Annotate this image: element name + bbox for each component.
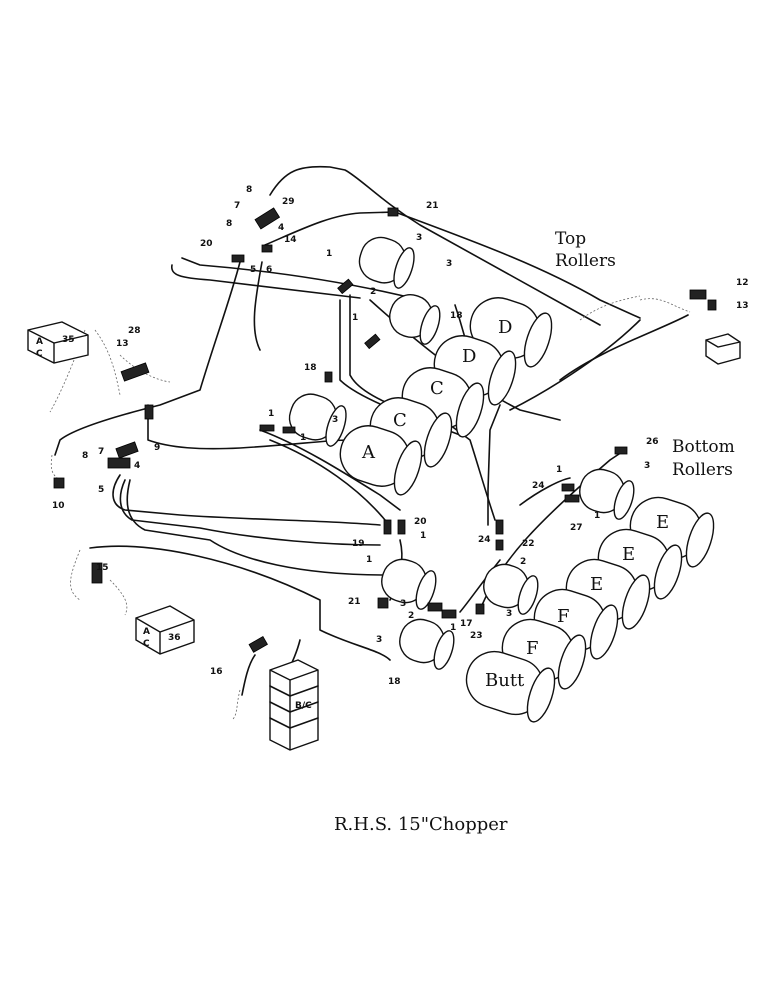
callout-18: 18 bbox=[304, 363, 317, 373]
callout-2: 2 bbox=[370, 287, 376, 297]
callout-1: 1 bbox=[300, 433, 306, 443]
callout-3: 3 bbox=[506, 609, 512, 619]
callout-19: 19 bbox=[352, 539, 365, 549]
callout-3: 3 bbox=[332, 415, 338, 425]
callout-13: 13 bbox=[116, 339, 129, 349]
top-rollers-label: Top Rollers bbox=[555, 229, 616, 271]
callout-3: 3 bbox=[400, 599, 406, 609]
callout-28: 28 bbox=[128, 326, 141, 336]
callout-6: 6 bbox=[266, 265, 272, 275]
callout-20: 20 bbox=[200, 239, 213, 249]
roller-label-e1: E bbox=[656, 512, 669, 533]
callout-22: 22 bbox=[522, 539, 535, 549]
fittings bbox=[53, 207, 717, 653]
callout-17: 17 bbox=[460, 619, 473, 629]
roller-label-a1: A bbox=[361, 442, 376, 463]
callout-5: 5 bbox=[98, 485, 104, 495]
valve-label-a-left: A bbox=[36, 337, 43, 347]
roller-butt: Butt bbox=[465, 650, 556, 723]
roller-label-f1: F bbox=[557, 606, 570, 627]
callout-29: 29 bbox=[282, 197, 295, 207]
valve-label-c-left: C bbox=[36, 349, 43, 359]
callout-16: 16 bbox=[210, 667, 223, 677]
callout-21: 21 bbox=[348, 597, 361, 607]
callout-24: 24 bbox=[532, 481, 545, 491]
valve-36: A C 36 bbox=[135, 605, 195, 655]
top-rollers-line1: Top bbox=[555, 229, 586, 249]
roller-label-c2: C bbox=[393, 410, 407, 431]
callout-1: 1 bbox=[352, 313, 358, 323]
callout-1: 1 bbox=[594, 511, 600, 521]
callout-3: 3 bbox=[644, 461, 650, 471]
callout-1: 1 bbox=[268, 409, 274, 419]
roller-A: A bbox=[339, 425, 423, 496]
callout-8: 8 bbox=[82, 451, 88, 461]
callout-21: 21 bbox=[426, 201, 439, 211]
callout-2: 2 bbox=[520, 557, 526, 567]
roller-label-e3: E bbox=[590, 574, 603, 595]
roller-label-c1: C bbox=[430, 378, 444, 399]
callout-23: 23 bbox=[470, 631, 483, 641]
roller-label-e2: E bbox=[622, 544, 635, 565]
callout-18: 18 bbox=[450, 311, 463, 321]
diagram-caption: R.H.S. 15"Chopper bbox=[334, 814, 508, 835]
valve-35: A C 35 bbox=[27, 321, 89, 364]
callout-4: 4 bbox=[278, 223, 284, 233]
valve-label-c-bot: C bbox=[143, 639, 150, 649]
callout-1: 1 bbox=[556, 465, 562, 475]
callout-26: 26 bbox=[646, 437, 659, 447]
solenoid-valve bbox=[705, 333, 741, 365]
callout-27: 27 bbox=[570, 523, 583, 533]
top-rollers-line2: Rollers bbox=[555, 251, 616, 271]
callout-20: 20 bbox=[414, 517, 427, 527]
callout-14: 14 bbox=[284, 235, 297, 245]
callout-5: 5 bbox=[250, 265, 256, 275]
bottom-rollers-label: Bottom Rollers bbox=[672, 437, 735, 480]
callout-1: 1 bbox=[420, 531, 426, 541]
bottom-rollers-line2: Rollers bbox=[672, 460, 733, 480]
motor-bottom-3 bbox=[381, 558, 437, 610]
pump-stack: B/C bbox=[269, 659, 319, 751]
callout-24: 24 bbox=[478, 535, 491, 545]
motor-bottom-4 bbox=[399, 618, 455, 670]
flex-hoses bbox=[49, 295, 691, 721]
callout-3: 3 bbox=[446, 259, 452, 269]
part-callouts: 8 29 7 21 3 8 4 14 20 5 6 1 3 2 18 1 28 … bbox=[52, 185, 749, 687]
callout-12: 12 bbox=[736, 278, 749, 288]
valve-label-36: 36 bbox=[168, 633, 181, 643]
callout-13: 13 bbox=[736, 301, 749, 311]
callout-10: 10 bbox=[52, 501, 65, 511]
pump-label-bc: B/C bbox=[295, 701, 312, 711]
callout-4: 4 bbox=[134, 461, 140, 471]
callout-1: 1 bbox=[450, 623, 456, 633]
callout-18: 18 bbox=[388, 677, 401, 687]
callout-7: 7 bbox=[234, 201, 240, 211]
valve-label-a-bot: A bbox=[143, 627, 150, 637]
callout-3: 3 bbox=[376, 635, 382, 645]
callout-15: 15 bbox=[96, 563, 109, 573]
roller-label-d2: D bbox=[462, 346, 476, 367]
callout-8: 8 bbox=[246, 185, 252, 195]
valve-label-35: 35 bbox=[62, 335, 75, 345]
roller-label-butt: Butt bbox=[485, 670, 525, 691]
motor-bottom-1 bbox=[579, 468, 635, 520]
callout-3: 3 bbox=[416, 233, 422, 243]
callout-8: 8 bbox=[226, 219, 232, 229]
bottom-rollers-line1: Bottom bbox=[672, 437, 735, 457]
motor-top-2 bbox=[389, 294, 441, 345]
callout-1: 1 bbox=[366, 555, 372, 565]
roller-label-f2: F bbox=[526, 638, 539, 659]
callout-1: 1 bbox=[326, 249, 332, 259]
roller-label-d1: D bbox=[498, 317, 512, 338]
motor-bottom-2 bbox=[483, 563, 539, 615]
callout-2: 2 bbox=[408, 611, 414, 621]
motor-top-3 bbox=[288, 393, 347, 447]
motor-top-1 bbox=[358, 236, 415, 289]
callout-9: 9 bbox=[154, 443, 160, 453]
callout-7: 7 bbox=[98, 447, 104, 457]
